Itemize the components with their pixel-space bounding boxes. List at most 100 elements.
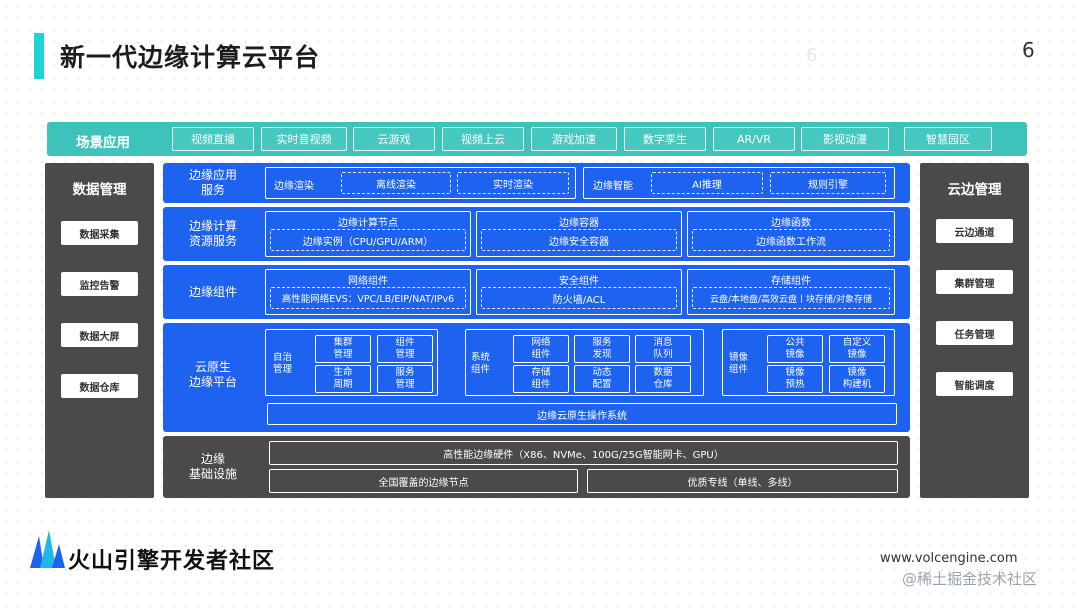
cloud-native-label-line: 云原生: [194, 360, 231, 374]
image-cell: 自定义镜像: [829, 335, 885, 363]
cloud-edge-item: 智能调度: [936, 372, 1013, 396]
data-management-item: 数据仓库: [61, 374, 138, 398]
scene-tag: 智慧园区: [904, 127, 992, 151]
edge-compute-group-title: 边缘计算节点: [338, 218, 398, 229]
system-cell: 消息队列: [635, 335, 691, 363]
infra-label-line: 基础设施: [188, 467, 237, 481]
brand-name: 火山引擎开发者社区: [68, 549, 276, 574]
edge-app-label-line: 边缘应用: [188, 168, 237, 182]
edge-compute-group: [265, 211, 471, 257]
cell-line: 发现: [592, 349, 612, 360]
cell-line: 镜像: [785, 349, 805, 360]
edge-app-band: [163, 163, 910, 203]
edge-compute-group-title: 边缘容器: [559, 218, 599, 229]
cell-line: 网络: [531, 337, 551, 348]
edge-compute-group-content: 边缘安全容器: [481, 229, 677, 251]
cell-line: 消息: [653, 337, 673, 348]
cell-line: 集群: [333, 337, 353, 348]
edge-compute-label-line: 资源服务: [188, 234, 237, 248]
autonomy-cell: 生命周期: [315, 365, 371, 393]
edge-render-item: 离线渲染: [341, 172, 451, 194]
edge-components-group-title: 安全组件: [559, 276, 599, 287]
edge-compute-group-content: 边缘实例（CPU/GPU/ARM）: [270, 229, 466, 251]
image-group: [722, 329, 895, 396]
cell-line: 镜像: [847, 367, 867, 378]
scene-tag: 实时音视频: [261, 127, 347, 151]
system-label: 系统 组件: [471, 352, 490, 376]
cell-line: 生命: [333, 367, 353, 378]
data-management-item: 数据大屏: [61, 323, 138, 347]
autonomy-group: [265, 329, 438, 396]
scene-tag: 数字孪生: [624, 127, 706, 151]
ghost-page-number: 6: [806, 45, 818, 66]
cloud-edge-item: 任务管理: [936, 321, 1013, 345]
autonomy-cell: 组件管理: [377, 335, 433, 363]
cell-line: 镜像: [785, 367, 805, 378]
image-cell: 镜像构建机: [829, 365, 885, 393]
system-cell: 网络组件: [513, 335, 569, 363]
data-management-item: 监控告警: [61, 272, 138, 296]
scene-label: 场景应用: [76, 135, 130, 151]
edge-components-band: [163, 265, 910, 319]
edge-compute-group-title: 边缘函数: [771, 218, 811, 229]
edge-components-group-content: 云盘/本地盘/高效云盘丨块存储/对象存储: [692, 287, 890, 309]
autonomy-cell: 服务管理: [377, 365, 433, 393]
system-cell: 服务发现: [574, 335, 630, 363]
edge-components-group-content: 高性能网络EVS：VPC/LB/EIP/NAT/IPv6: [270, 287, 466, 309]
watermark: @稀土掘金技术社区: [902, 570, 1038, 588]
system-cell: 存储组件: [513, 365, 569, 393]
cell-line: 数据: [653, 367, 673, 378]
system-cell: 动态配置: [574, 365, 630, 393]
system-group: [465, 329, 704, 396]
site-url[interactable]: www.volcengine.com: [880, 551, 1018, 566]
edge-compute-label: 边缘计算 资源服务: [168, 219, 258, 249]
edge-compute-group: [687, 211, 895, 257]
autonomy-label: 自治 管理: [273, 352, 292, 376]
edge-app-label-line: 服务: [200, 183, 225, 197]
edge-compute-band: [163, 207, 910, 261]
infra-label-line: 边缘: [200, 452, 225, 466]
cell-line: 管理: [333, 349, 353, 360]
page-title: 新一代边缘计算云平台: [60, 43, 321, 72]
autonomy-cell: 集群管理: [315, 335, 371, 363]
infra-band: [163, 436, 910, 498]
cell-line: 动态: [592, 367, 612, 378]
cloud-edge-title: 云边管理: [947, 182, 1002, 198]
edge-components-group-content: 防火墙/ACL: [481, 287, 677, 309]
title-accent-bar: [34, 33, 44, 79]
image-cell: 公共镜像: [767, 335, 823, 363]
cell-line: 预热: [785, 379, 805, 390]
volcano-logo-icon: [30, 530, 65, 568]
cloud-edge-item: 云边通道: [936, 219, 1013, 243]
edge-components-group: [265, 269, 471, 315]
page-number: 6: [1022, 38, 1035, 62]
infra-hardware: 高性能边缘硬件（X86、NVMe、100G/25G智能网卡、GPU）: [269, 441, 898, 465]
scene-tag: 游戏加速: [531, 127, 617, 151]
cell-line: 公共: [785, 337, 805, 348]
edge-os-bar: 边缘云原生操作系统: [267, 403, 897, 425]
edge-compute-group-content: 边缘函数工作流: [692, 229, 890, 251]
edge-compute-group: [476, 211, 682, 257]
image-cell: 镜像预热: [767, 365, 823, 393]
image-label-line: 镜像: [729, 352, 749, 363]
edge-ai-title: 边缘智能: [593, 181, 633, 192]
infra-network: 优质专线（单线、多线）: [587, 469, 898, 493]
cell-line: 服务: [592, 337, 612, 348]
cloud-native-label: 云原生 边缘平台: [168, 360, 258, 390]
edge-compute-label-line: 边缘计算: [188, 219, 237, 233]
cell-line: 自定义: [842, 337, 872, 348]
cell-line: 配置: [592, 379, 612, 390]
edge-render-item: 实时渲染: [457, 172, 569, 194]
cell-line: 服务: [395, 367, 415, 378]
image-label: 镜像 组件: [729, 352, 748, 376]
autonomy-label-line: 自治: [273, 352, 293, 363]
cell-line: 管理: [395, 349, 415, 360]
edge-components-group: [687, 269, 895, 315]
cell-line: 队列: [653, 349, 673, 360]
cell-line: 组件: [531, 349, 551, 360]
edge-components-group: [476, 269, 682, 315]
system-cell: 数据仓库: [635, 365, 691, 393]
data-management-item: 数据采集: [61, 221, 138, 245]
edge-ai-item: AI推理: [651, 172, 763, 194]
cell-line: 镜像: [847, 349, 867, 360]
